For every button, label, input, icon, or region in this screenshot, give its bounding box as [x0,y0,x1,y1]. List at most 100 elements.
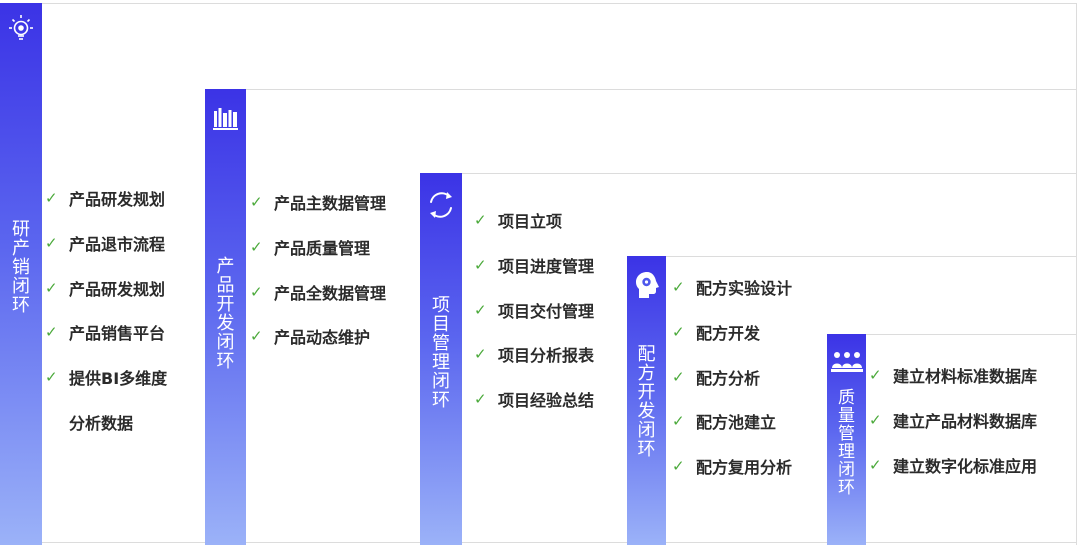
title-char: 闭 [838,460,855,480]
right-border-line [1076,3,1077,545]
item-text: 产品销售平台 [69,324,166,344]
title-char: 量 [838,406,855,426]
stage-title-1: 研 产 销 闭 环 [0,220,42,315]
item-text: 项目经验总结 [498,391,595,411]
stage-title-5: 质 量 管 理 闭 环 [827,389,866,497]
list-item: ✓产品研发规划 [45,176,167,221]
item-text: 产品主数据管理 [274,194,387,214]
books-icon [205,105,246,131]
top-border-line [42,3,1077,4]
title-char: 闭 [432,371,450,392]
check-icon: ✓ [869,411,882,430]
title-char: 发 [216,313,235,334]
item-text: 建立数字化标准应用 [893,456,1038,476]
title-char: 管 [838,424,855,444]
check-icon: ✓ [474,256,487,275]
list-item: ✓ 产品研发规划 [45,265,167,310]
item-text: 项目进度管理 [498,257,595,277]
title-char: 环 [216,351,235,372]
title-char: 闭 [637,420,656,441]
title-char: 环 [12,295,30,316]
check-icon: ✓ [45,189,58,208]
check-icon: ✓ [474,390,487,409]
check-icon: ✓ [672,457,685,476]
check-icon: ✓ [869,455,882,474]
list-item: ✓配方分析 [672,354,792,399]
list-item-continuation: 分析数据 [45,399,167,444]
item-text: 产品动态维护 [274,328,371,348]
lightbulb-icon [0,13,42,45]
list-item: ✓ 配方复用分析 [672,444,792,489]
item-text: 提供BI多维度 [69,369,168,389]
bottom-border-line [0,542,1077,543]
stage-bar-5: 质 量 管 理 闭 环 [827,334,866,545]
head-gear-icon [627,270,666,300]
item-text: 项目交付管理 [498,301,595,321]
list-item: ✓ 建立数字化标准应用 [869,442,1037,487]
stage-list-3: ✓ 项目立项 ✓ 项目进度管理 ✓ 项目交付管理 ✓项目分析报表 ✓ 项目经验总结 [474,198,594,421]
stage-list-1: ✓产品研发规划 ✓产品退市流程 ✓产品研发规划 ✓产品销售平台 ✓提供BI多维度… [45,176,167,444]
check-icon: ✓ [672,323,685,342]
check-icon: ✓ [474,211,487,230]
item-text: 建立材料标准数据库 [893,367,1038,387]
stage-bar-1: 研 产 销 闭 环 [0,3,42,545]
title-char: 质 [838,388,855,408]
title-char: 品 [216,275,235,296]
item-text: 项目立项 [498,212,563,232]
title-char: 产 [12,238,30,259]
list-item: ✓产品退市流程 [45,221,167,266]
step-line-5 [866,334,1077,335]
check-icon: ✓ [45,278,58,297]
check-icon: ✓ [45,323,58,342]
title-char: 闭 [12,276,30,297]
check-icon: ✓ [250,327,263,346]
list-item: ✓建立产品材料数据库 [869,398,1037,443]
stage-title-4: 配 方 开 发 闭 环 [627,345,666,459]
team-icon [827,350,866,374]
item-text: 产品退市流程 [69,235,166,255]
check-icon: ✓ [250,282,263,301]
stage-list-5: ✓建立材料标准数据库 ✓建立产品材料数据库 ✓建立数字化标准应用 [869,353,1037,487]
list-item: ✓建立材料标准数据库 [869,353,1037,398]
title-char: 发 [637,401,656,422]
list-item: ✓ 项目进度管理 [474,243,594,288]
title-char: 方 [637,363,656,384]
item-text: 分析数据 [69,413,134,433]
title-char: 目 [432,314,450,335]
title-char: 配 [637,344,656,365]
title-char: 闭 [216,332,235,353]
item-text: 配方复用分析 [696,458,793,478]
stage-title-2: 产 品 开 发 闭 环 [205,257,246,371]
title-char: 管 [432,333,450,354]
title-char: 开 [637,382,656,403]
check-icon: ✓ [45,368,58,387]
title-char: 开 [216,294,235,315]
item-text: 产品全数据管理 [274,283,387,303]
check-icon: ✓ [474,345,487,364]
title-char: 项 [432,295,450,316]
step-line-2 [246,89,1077,90]
step-line-4 [666,256,1077,257]
item-text: 产品研发规划 [69,279,166,299]
title-char: 研 [12,219,30,240]
step-line-3 [462,173,1077,174]
stage-list-4: ✓配方实验设计 ✓配方开发 ✓配方分析 ✓配方池建立 ✓配方复用分析 [672,265,792,488]
title-char: 环 [637,439,656,460]
cycle-arrows-icon [420,189,462,221]
item-text: 配方开发 [696,324,761,344]
list-item: ✓ 产品全数据管理 [250,269,386,314]
stage-list-2: ✓产品主数据管理 ✓ 产品质量管理 ✓ 产品全数据管理 ✓ 产品动态维护 [250,180,386,359]
check-icon: ✓ [474,300,487,319]
list-item: ✓ 提供BI多维度 [45,355,167,400]
check-icon: ✓ [250,238,263,257]
stage-bar-4: 配 方 开 发 闭 环 [627,256,666,545]
check-icon: ✓ [672,412,685,431]
list-item: ✓项目分析报表 [474,332,594,377]
list-item: ✓ 产品质量管理 [250,225,386,270]
item-text: 产品质量管理 [274,239,371,259]
list-item: ✓ 项目立项 [474,198,594,243]
list-item: ✓ 项目经验总结 [474,377,594,422]
list-item: ✓产品主数据管理 [250,180,386,225]
check-icon: ✓ [672,367,685,386]
title-char: 理 [432,352,450,373]
